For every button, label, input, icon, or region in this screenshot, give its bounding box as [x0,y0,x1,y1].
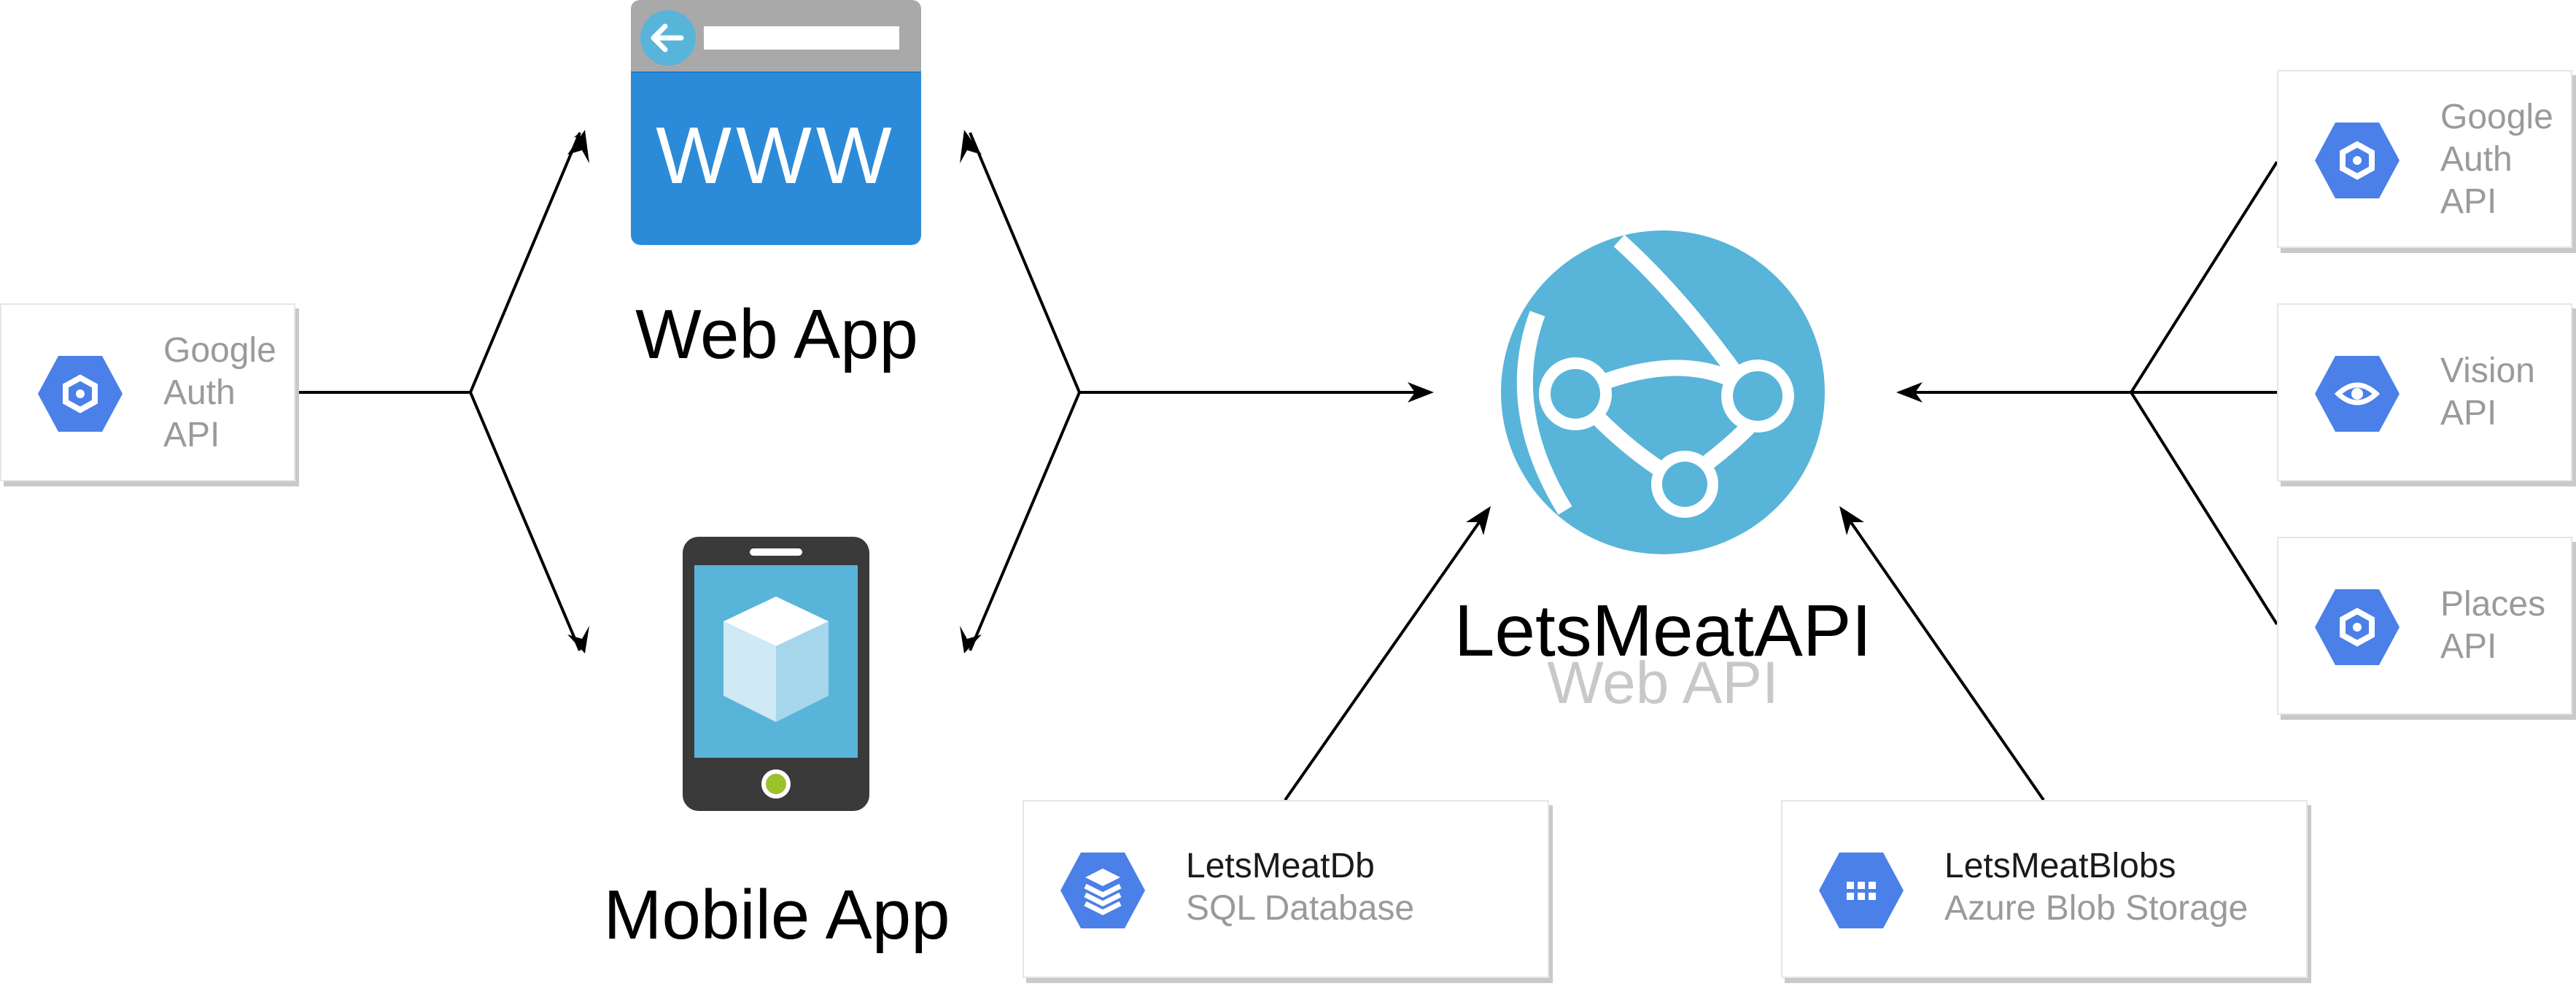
mobile-device-icon [683,537,869,811]
arrow-blobs-to-api [1842,511,2045,801]
arrowhead-api-right [1896,382,1923,403]
letsmeat-db-subtitle: SQL Database [1186,889,1415,928]
arrowhead-api-bottom-right [1839,506,1864,535]
google-auth-right-line3: API [2440,182,2497,221]
arrow-to-mobile-app [469,392,581,651]
places-api-line2: API [2440,627,2497,666]
mobile-app-label: Mobile App [603,876,950,954]
browser-www-icon [631,0,921,245]
gcp-sql-database-icon [1060,853,1145,928]
connector-google-auth-right [2130,160,2278,394]
letsmeat-db-title: LetsMeatDb [1186,847,1375,885]
gcp-storage-grid-icon [1819,853,1904,928]
letsmeat-api-subtitle: Web API [1547,650,1779,716]
google-auth-left-line3: API [163,416,220,454]
letsmeat-api-title: LetsMeatAPI [1454,590,1872,672]
gcp-vision-icon [2315,356,2400,432]
arrowhead-api-left [1408,382,1434,403]
google-auth-left-line2: Auth [163,373,236,412]
vision-api-line1: Vision [2440,352,2535,390]
places-api-card[interactable]: Places API [2277,537,2572,715]
letsmeat-db-card[interactable]: LetsMeatDb SQL Database [1023,800,1549,978]
vision-api-card[interactable]: Vision API [2277,303,2572,481]
arrowhead-web-app-left [567,130,589,163]
arrow-api-to-web-app [969,132,1081,393]
google-auth-left-line1: Google [163,331,276,370]
vision-api-line2: API [2440,394,2497,432]
arrow-db-to-api [1284,511,1488,801]
gcp-hexagon-icon [2315,589,2400,665]
google-auth-right-line2: Auth [2440,140,2513,179]
letsmeat-blobs-subtitle: Azure Blob Storage [1944,889,2249,928]
arrowhead-mobile-app-right [960,626,982,653]
web-app-label: Web App [635,295,918,373]
connector-places-api [2130,391,2278,626]
google-auth-left-card[interactable]: Google Auth API [0,303,295,481]
google-auth-right-line1: Google [2440,98,2553,136]
gcp-hexagon-icon [2315,123,2400,198]
arrowhead-mobile-app-left [567,626,589,653]
browser-www-text: WWW [656,111,896,201]
azure-globe-icon [1501,230,1825,554]
places-api-line1: Places [2440,585,2546,624]
arrowhead-api-bottom-left [1466,506,1491,535]
letsmeat-blobs-card[interactable]: LetsMeatBlobs Azure Blob Storage [1781,800,2308,978]
google-auth-right-card[interactable]: Google Auth API [2277,70,2572,248]
arrow-to-web-app [469,132,581,393]
gcp-hexagon-icon [38,356,123,432]
arrow-api-to-mobile-app [969,392,1081,651]
letsmeat-blobs-title: LetsMeatBlobs [1944,847,2176,885]
arrowhead-web-app-right [960,130,982,163]
